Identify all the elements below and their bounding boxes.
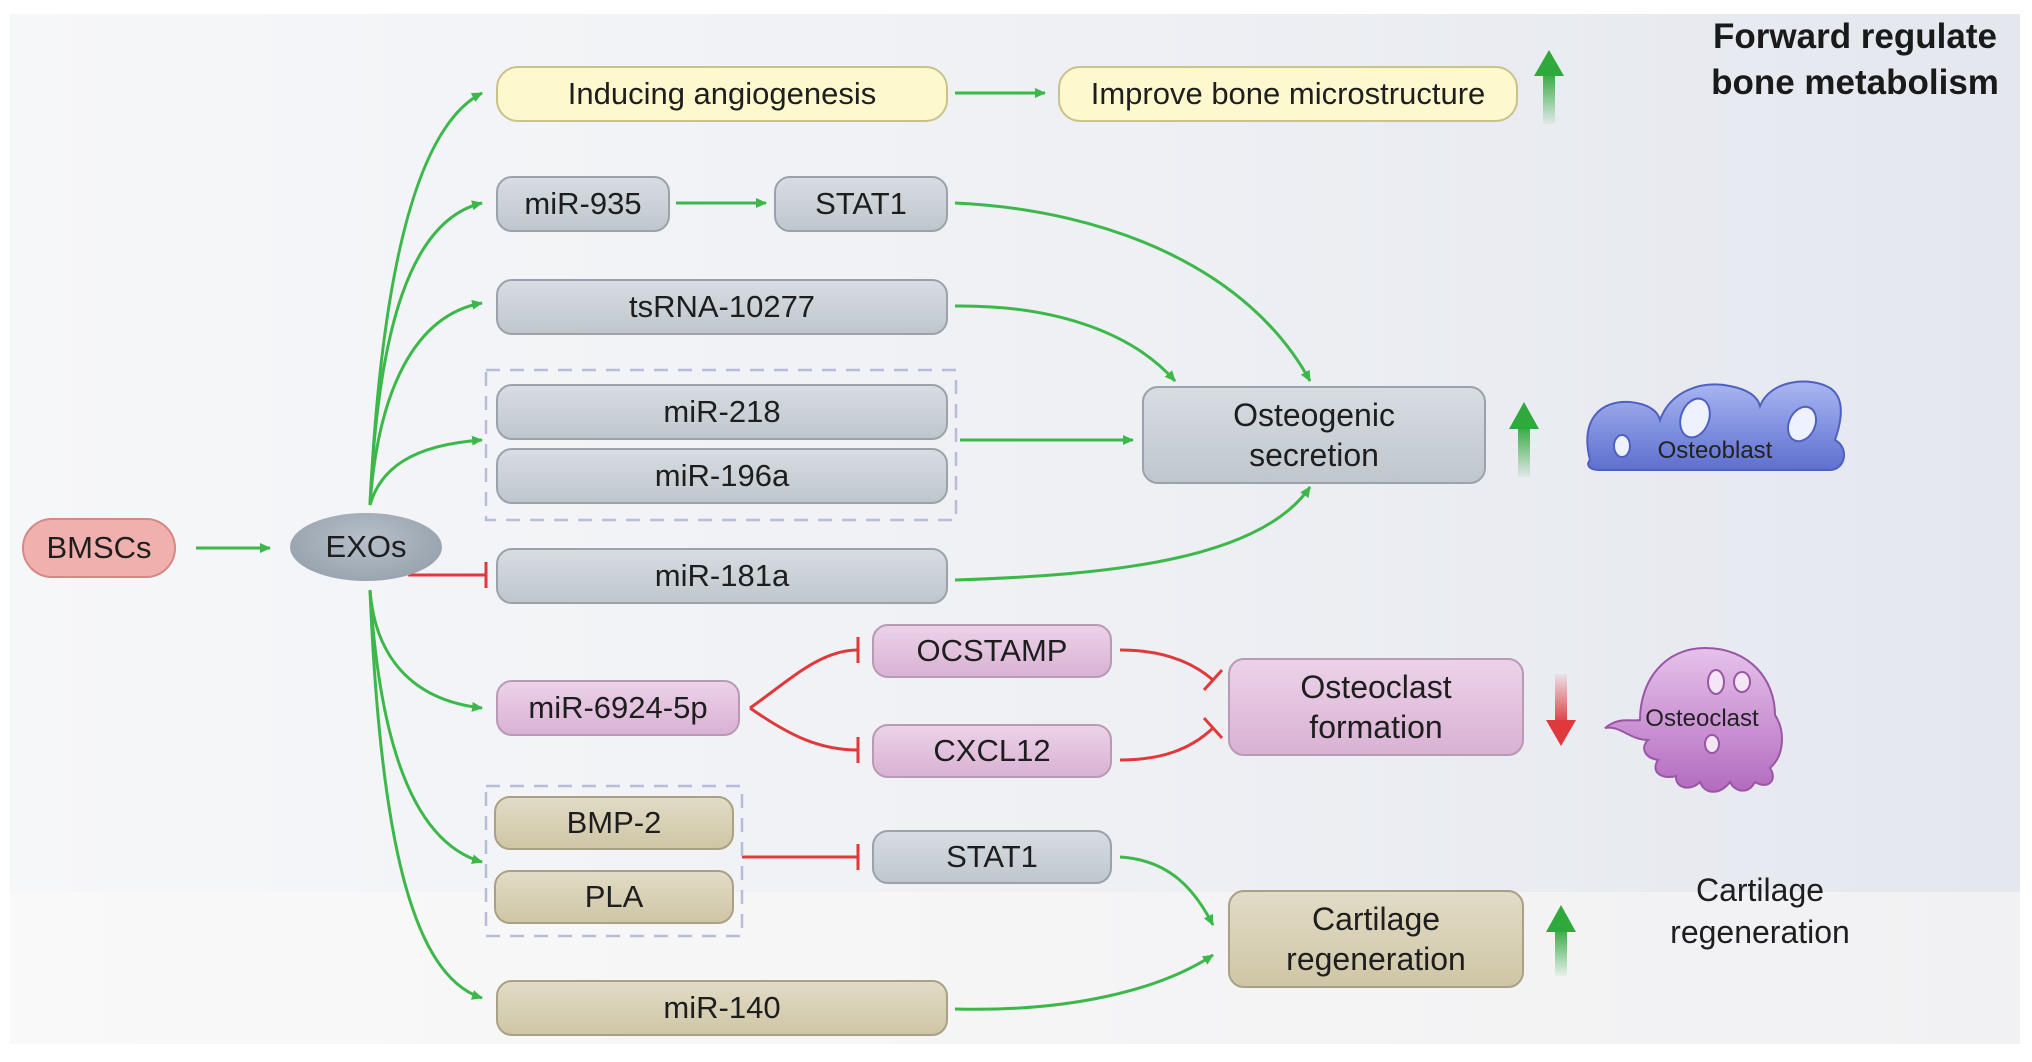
arrow-exos-mir935 — [368, 200, 483, 506]
up-arrow-icon-cartilage — [1546, 905, 1576, 976]
node-osteoclast-formation: Osteoclast formation — [1228, 658, 1524, 756]
osteoclast-label: Osteoclast — [1645, 705, 1759, 732]
group-box-bmp2-pla — [484, 784, 744, 938]
arrow-mir140-cartilage — [954, 953, 1214, 1011]
osteoblast-label: Osteoblast — [1658, 437, 1773, 464]
diagram-title: Forward regulate bone metabolism — [1711, 17, 1999, 102]
up-arrow-icon-bone-metabolism — [1534, 50, 1564, 124]
node-tsrna-10277: tsRNA-10277 — [496, 279, 948, 335]
arrow-exos-tsrna — [368, 299, 483, 506]
node-exos: EXOs — [290, 513, 442, 581]
inhibit-mir6924-ocstamp — [749, 648, 859, 710]
node-mir-196a: miR-196a — [496, 448, 948, 504]
arrow-exos-angiogenesis — [368, 91, 483, 506]
node-mir-181a: miR-181a — [496, 548, 948, 604]
node-bmp-2: BMP-2 — [494, 796, 734, 850]
node-mir-935: miR-935 — [496, 176, 670, 232]
osteoclast-cell-illustration: Osteoclast — [1604, 646, 1783, 793]
node-mir-218: miR-218 — [496, 384, 948, 440]
arrow-stat1-osteogenic — [954, 201, 1312, 382]
node-cartilage-regeneration: Cartilage regeneration — [1228, 890, 1524, 988]
inhibit-ocstamp-osteoclast — [1119, 648, 1214, 682]
node-osteogenic-secretion: Osteogenic secretion — [1142, 386, 1486, 484]
inhibit-cxcl12-osteoclast-bar — [1202, 716, 1224, 740]
down-arrow-icon-osteoclast — [1546, 674, 1576, 746]
node-stat1-top: STAT1 — [774, 176, 948, 232]
node-ocstamp: OCSTAMP — [872, 624, 1112, 678]
osteoblast-cell-illustration: Osteoblast — [1586, 380, 1845, 471]
up-arrow-icon-osteogenic — [1509, 402, 1539, 477]
arrow-stat1-cartilage — [1119, 855, 1215, 926]
node-stat1-bottom: STAT1 — [872, 830, 1112, 884]
arrow-mir181a-osteogenic — [954, 486, 1312, 582]
arrow-exos-bmp2-group — [368, 589, 483, 865]
node-improve-bone-microstructure: Improve bone microstructure — [1058, 66, 1518, 122]
arrow-exos-mir218-group — [368, 435, 483, 506]
group-box-mir218-mir196a — [484, 368, 958, 522]
background-lower-band — [10, 892, 2020, 1044]
inhibit-mir6924-cxcl12 — [749, 706, 859, 752]
node-cxcl12: CXCL12 — [872, 724, 1112, 778]
node-mir-140: miR-140 — [496, 980, 948, 1036]
node-bmscs: BMSCs — [22, 518, 176, 578]
cartilage-regeneration-label: Cartilage regeneration — [1670, 872, 1850, 950]
node-inducing-angiogenesis: Inducing angiogenesis — [496, 66, 948, 122]
arrow-tsrna-osteogenic — [954, 304, 1177, 382]
arrow-exos-mir140 — [368, 589, 483, 1000]
inhibit-ocstamp-osteoclast-bar — [1202, 668, 1224, 692]
arrow-exos-mir6924 — [368, 589, 483, 712]
node-pla: PLA — [494, 870, 734, 924]
node-mir-6924-5p: miR-6924-5p — [496, 680, 740, 736]
inhibit-cxcl12-osteoclast — [1119, 726, 1215, 762]
